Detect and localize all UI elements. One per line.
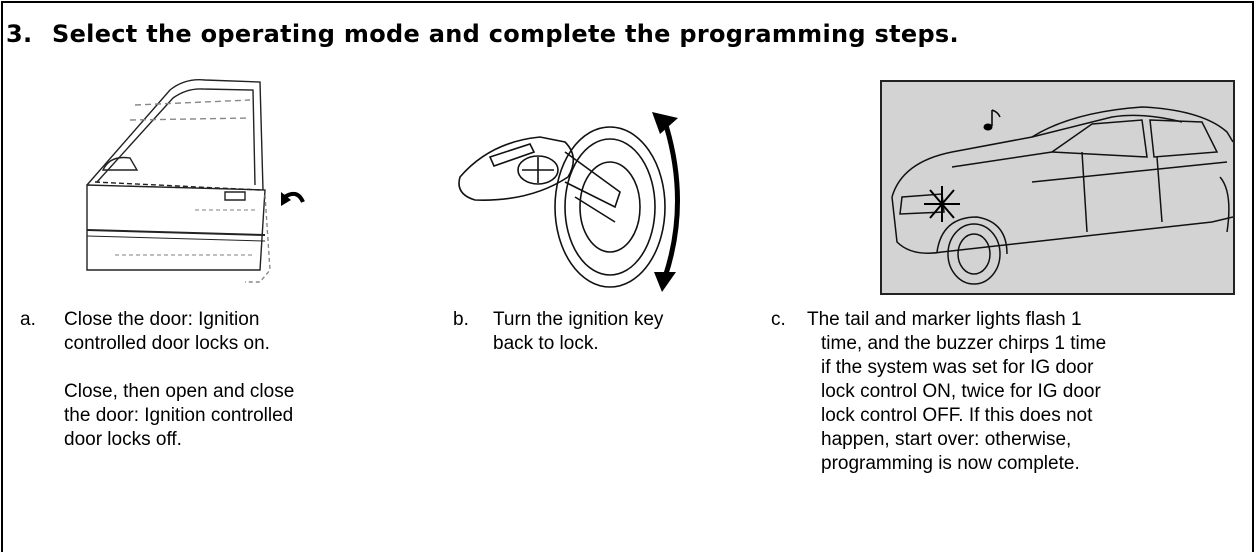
- step-a-line-2: controlled door locks on.: [64, 333, 270, 354]
- car-lights-buzzer-illustration: [891, 106, 1234, 285]
- step-a-alt-line-3: door locks off.: [64, 429, 182, 450]
- step-c-line-7: programming is now complete.: [821, 453, 1080, 474]
- step-c-line-5: lock control OFF. If this does not: [821, 405, 1093, 426]
- step-a: a. Close the door: Ignition controlled d…: [20, 308, 350, 508]
- step-c-line-4: lock control ON, twice for IG door: [821, 381, 1101, 402]
- ignition-key-illustration: [458, 112, 680, 292]
- step-b-letter: b.: [453, 309, 469, 330]
- step-b-line-1: Turn the ignition key: [493, 309, 664, 330]
- car-door-illustration: [86, 79, 305, 283]
- step-c-line-6: happen, start over: otherwise,: [821, 429, 1072, 450]
- car-illustration-panel: [880, 80, 1235, 295]
- step-a-line-1: Close the door: Ignition: [64, 309, 260, 330]
- step-a-letter: a.: [20, 309, 36, 330]
- step-c-line-1: The tail and marker lights flash 1: [807, 309, 1082, 330]
- step-c-line-3: if the system was set for IG door: [821, 357, 1094, 378]
- step-b-line-2: back to lock.: [493, 333, 599, 354]
- step-c: c. The tail and marker lights flash 1 ti…: [771, 308, 1241, 508]
- step-a-alt-line-2: the door: Ignition controlled: [64, 405, 294, 426]
- step-c-line-2: time, and the buzzer chirps 1 time: [821, 333, 1107, 354]
- step-c-letter: c.: [771, 309, 786, 330]
- step-a-alt-line-1: Close, then open and close: [64, 381, 295, 402]
- section-heading: 3. Select the operating mode and complete…: [6, 20, 959, 48]
- section-number: 3.: [6, 20, 33, 48]
- section-title: Select the operating mode and complete t…: [52, 20, 959, 48]
- step-b: b. Turn the ignition key back to lock.: [453, 308, 763, 368]
